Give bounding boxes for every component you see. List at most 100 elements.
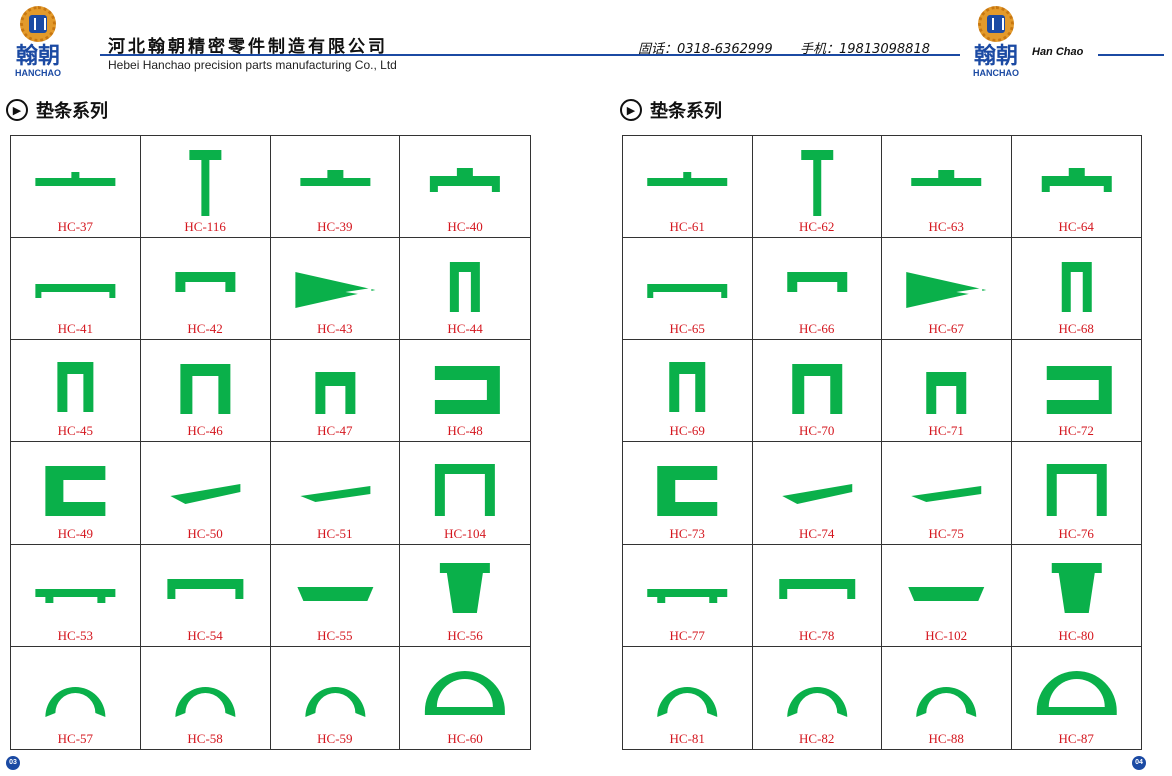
product-cell: HC-59 <box>271 646 401 749</box>
profile-drawing <box>450 262 481 313</box>
section-title-left: ▶ 垫条系列 <box>6 98 108 122</box>
company-logo-left: 翰朝 HANCHAO <box>8 6 68 84</box>
page-header: 翰朝 HANCHAO 河北翰朝精密零件制造有限公司 Hebei Hanchao … <box>0 0 1172 92</box>
product-code: HC-80 <box>1058 627 1094 643</box>
company-name-en: Hebei Hanchao precision parts manufactur… <box>108 58 397 72</box>
product-cell: HC-56 <box>400 545 530 647</box>
profile-drawing <box>657 686 718 717</box>
profile-drawing <box>791 364 842 415</box>
product-cell: HC-42 <box>140 238 271 341</box>
header-divider-right <box>1098 54 1164 56</box>
product-code: HC-53 <box>57 627 94 643</box>
profile-drawing <box>1051 562 1102 613</box>
profile-drawing <box>786 272 847 293</box>
product-code: HC-78 <box>799 627 835 643</box>
product-code: HC-88 <box>928 730 964 746</box>
product-code: HC-39 <box>317 219 353 235</box>
product-code: HC-74 <box>799 525 835 541</box>
product-cell: HC-62 <box>752 136 882 239</box>
product-code: HC-77 <box>669 627 705 643</box>
product-cell: HC-116 <box>140 136 271 239</box>
product-code: HC-59 <box>317 730 353 746</box>
product-code: HC-42 <box>187 321 223 337</box>
product-code: HC-58 <box>187 730 223 746</box>
product-code: HC-61 <box>669 219 705 235</box>
product-cell: HC-104 <box>400 442 530 545</box>
product-cell: HC-50 <box>140 442 271 545</box>
product-code: HC-102 <box>925 627 968 643</box>
product-cell: HC-66 <box>752 238 882 341</box>
product-cell: HC-61 <box>623 136 753 239</box>
product-code: HC-116 <box>184 219 226 235</box>
company-logo-right: 翰朝 HANCHAO <box>966 6 1026 84</box>
product-cell: HC-46 <box>140 340 271 443</box>
profile-drawing <box>906 272 987 309</box>
product-cell: HC-76 <box>1011 442 1141 545</box>
product-code: HC-64 <box>1058 219 1094 235</box>
profile-drawing <box>299 486 370 503</box>
profile-drawing <box>1046 464 1107 517</box>
product-code: HC-70 <box>799 423 835 439</box>
profile-drawing <box>175 686 236 717</box>
section-title-text: 垫条系列 <box>650 101 722 122</box>
profile-drawing <box>175 272 236 293</box>
product-cell: HC-71 <box>882 340 1012 443</box>
profile-drawing <box>299 170 370 186</box>
profile-drawing <box>35 284 116 299</box>
profile-drawing <box>1061 262 1092 313</box>
profile-drawing <box>314 372 355 415</box>
profile-drawing <box>435 366 501 415</box>
product-code: HC-63 <box>928 219 964 235</box>
product-code: HC-37 <box>57 219 94 235</box>
product-cell: HC-44 <box>400 238 530 341</box>
product-cell: HC-88 <box>882 646 1012 749</box>
product-cell: HC-55 <box>270 544 401 647</box>
product-code: HC-45 <box>57 423 94 439</box>
product-cell: HC-72 <box>1011 340 1141 443</box>
product-code: HC-69 <box>669 423 705 439</box>
product-cell: HC-77 <box>623 544 753 647</box>
product-cell: HC-63 <box>882 136 1012 239</box>
brand-name-en: Han Chao <box>1032 46 1084 58</box>
profile-drawing <box>916 686 977 717</box>
product-code: HC-75 <box>928 525 964 541</box>
profile-drawing <box>57 362 94 413</box>
profile-drawing <box>781 484 852 505</box>
profile-drawing <box>647 284 728 299</box>
logo-text: 翰朝 <box>15 43 60 69</box>
profile-drawing <box>45 466 106 517</box>
product-code: HC-48 <box>447 423 483 439</box>
header-divider <box>100 54 960 56</box>
product-code: HC-82 <box>799 730 835 746</box>
product-cell: HC-64 <box>1011 136 1141 239</box>
profile-drawing <box>647 588 728 603</box>
profile-drawing <box>1046 366 1112 415</box>
profile-drawing <box>35 172 116 186</box>
product-cell: HC-75 <box>882 442 1012 545</box>
section-title-text: 垫条系列 <box>36 101 108 122</box>
product-code: HC-81 <box>669 730 705 746</box>
profile-drawing <box>911 170 982 186</box>
product-code: HC-43 <box>317 321 353 337</box>
page-number-left: 03 <box>6 756 20 770</box>
product-cell: HC-51 <box>270 442 401 545</box>
gear-icon <box>20 6 56 42</box>
product-cell: HC-69 <box>623 340 753 443</box>
product-code: HC-44 <box>447 321 483 337</box>
product-cell: HC-57 <box>11 646 141 749</box>
product-cell: HC-67 <box>882 238 1012 341</box>
product-cell: HC-39 <box>270 136 401 239</box>
chevron-right-icon: ▶ <box>6 99 28 121</box>
product-cell: HC-82 <box>753 646 882 749</box>
chevron-right-icon: ▶ <box>620 99 642 121</box>
product-code: HC-40 <box>447 219 483 235</box>
section-title-right: ▶ 垫条系列 <box>620 98 722 122</box>
product-cell: HC-70 <box>752 340 882 443</box>
profile-drawing <box>1041 168 1112 192</box>
profile-drawing <box>800 150 833 216</box>
contact-telephone: 固话：0318-6362999 <box>638 42 773 57</box>
product-code: HC-68 <box>1058 321 1094 337</box>
product-code: HC-46 <box>187 423 223 439</box>
product-cell: HC-45 <box>11 340 141 443</box>
